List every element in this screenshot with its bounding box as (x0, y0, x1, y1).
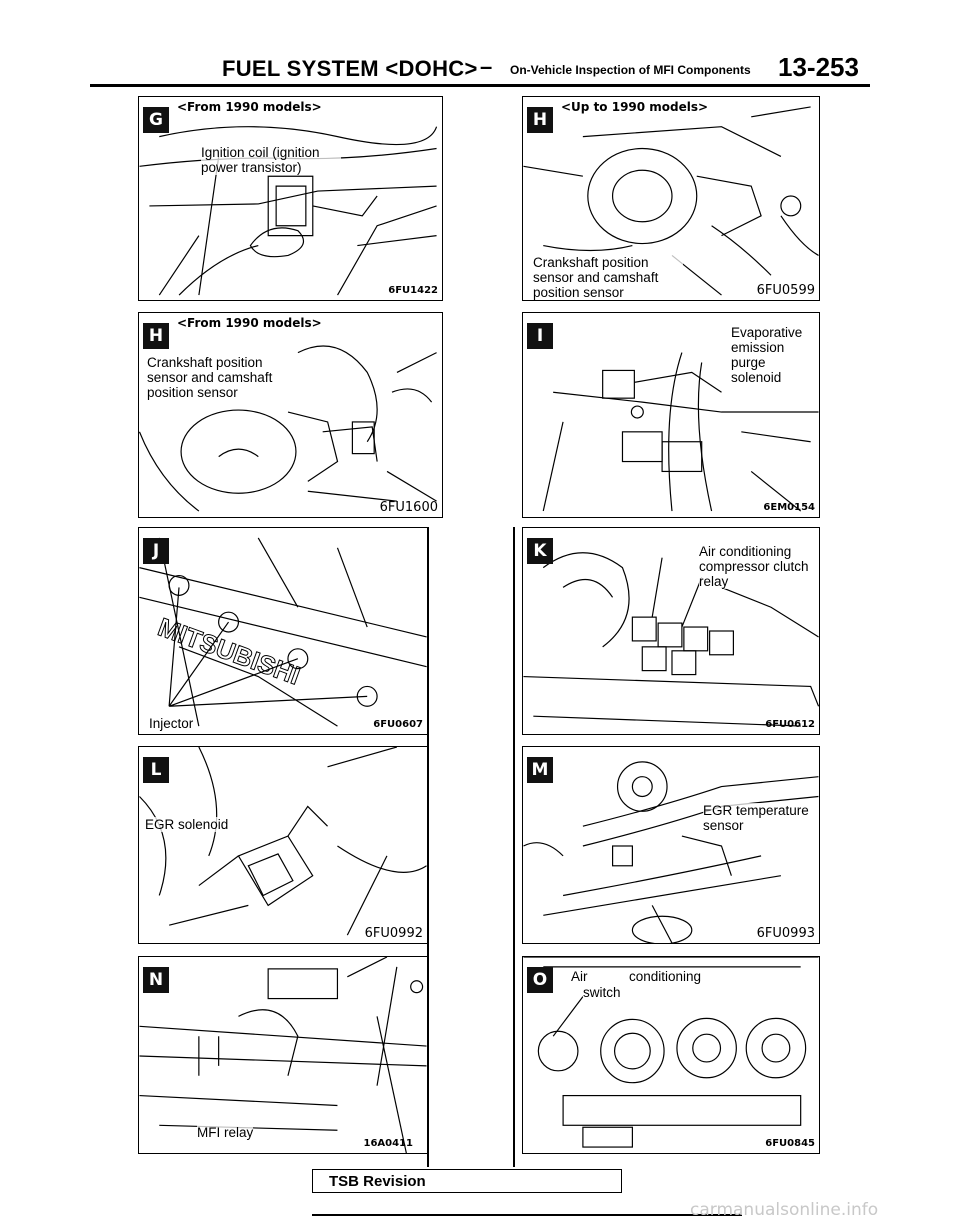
engine-illustration (139, 957, 427, 1153)
figure-code: 6FU1422 (388, 285, 438, 296)
page-number: 13-253 (778, 52, 859, 82)
component-label: EGR solenoid (145, 817, 229, 832)
dashboard-illustration (523, 957, 819, 1148)
figure-letter: H (143, 323, 169, 349)
figure-caption: <From 1990 models> (177, 316, 322, 330)
figure-code: 16A0411 (363, 1138, 414, 1149)
engine-illustration (139, 345, 437, 512)
figure-code: 6FU0845 (765, 1138, 815, 1149)
figure-code: 6FU0607 (373, 719, 423, 730)
engine-illustration: MITSUBISHI (139, 537, 427, 727)
engine-illustration (542, 352, 819, 512)
footer-rule (312, 1214, 742, 1216)
component-label: Ignition coil (ignition power transistor… (201, 145, 341, 175)
figure-letter: G (143, 107, 169, 133)
engine-illustration (523, 552, 819, 727)
figure-o: O Air conditioning switch 6FU0845 (522, 956, 820, 1154)
component-label: Crankshaft position sensor and camshaft … (147, 355, 287, 400)
engine-illustration (523, 106, 819, 296)
figure-code: 6FU0992 (364, 926, 423, 941)
figure-k: K Air conditioning compressor clutch rel… (522, 527, 820, 735)
component-label-air: Air (571, 969, 588, 984)
figure-letter: H (527, 107, 553, 133)
engine-illustration (523, 761, 819, 943)
tsb-revision-label: TSB Revision (329, 1173, 426, 1190)
section-subtitle: On-Vehicle Inspection of MFI Components (510, 63, 751, 77)
figure-i: I Evaporative emission purge solenoid 6E… (522, 312, 820, 518)
figure-l: L EGR solenoid 6FU0992 (138, 746, 428, 944)
figure-letter: M (527, 757, 553, 783)
svg-text:MITSUBISHI: MITSUBISHI (154, 613, 303, 690)
tsb-revision-box: TSB Revision (312, 1169, 622, 1193)
component-label: Evaporative emission purge solenoid (731, 325, 811, 385)
figure-j: MITSUBISHI J Injector 6FU0607 (138, 527, 428, 735)
figure-code: 6EM0154 (763, 502, 815, 513)
figure-h-from-1990: H <From 1990 models> Crankshaft position… (138, 312, 443, 518)
engine-illustration (139, 126, 438, 296)
column-separator (427, 527, 429, 1167)
engine-illustration (139, 747, 427, 936)
figure-letter: O (527, 967, 553, 993)
component-label-switch: switch (583, 985, 621, 1000)
figure-code: 6FU0599 (756, 283, 815, 298)
header-rule (90, 84, 870, 87)
figure-h-up-to-1990: H <Up to 1990 models> Crankshaft positio… (522, 96, 820, 301)
figure-letter: I (527, 323, 553, 349)
figure-code: 6FU0993 (756, 926, 815, 941)
figure-letter: J (143, 538, 169, 564)
figure-caption: <Up to 1990 models> (561, 100, 709, 114)
site-watermark: carmanualsonline.info (690, 1200, 879, 1220)
figure-letter: N (143, 967, 169, 993)
figure-letter: L (143, 757, 169, 783)
figure-letter: K (527, 538, 553, 564)
section-title: FUEL SYSTEM <DOHC> (222, 56, 478, 81)
component-label: Crankshaft position sensor and camshaft … (533, 255, 683, 300)
figure-code: 6FU1600 (379, 500, 438, 515)
component-label: EGR temperature sensor (703, 803, 813, 833)
figure-m: M EGR temperature sensor 6FU0993 (522, 746, 820, 944)
figure-code: 6FU0612 (765, 719, 815, 730)
component-label: MFI relay (197, 1125, 254, 1140)
figure-n: N MFI relay 16A0411 (138, 956, 428, 1154)
title-dash: – (480, 54, 493, 79)
component-label-conditioning: conditioning (629, 969, 702, 984)
figure-g: G <From 1990 models> Ignition coil (igni… (138, 96, 443, 301)
page-header: FUEL SYSTEM <DOHC> – On-Vehicle Inspecti… (0, 50, 960, 90)
figure-caption: <From 1990 models> (177, 100, 322, 114)
component-label: Injector (149, 716, 194, 731)
column-separator (513, 527, 515, 1167)
component-label: Air conditioning compressor clutch relay (699, 544, 809, 589)
